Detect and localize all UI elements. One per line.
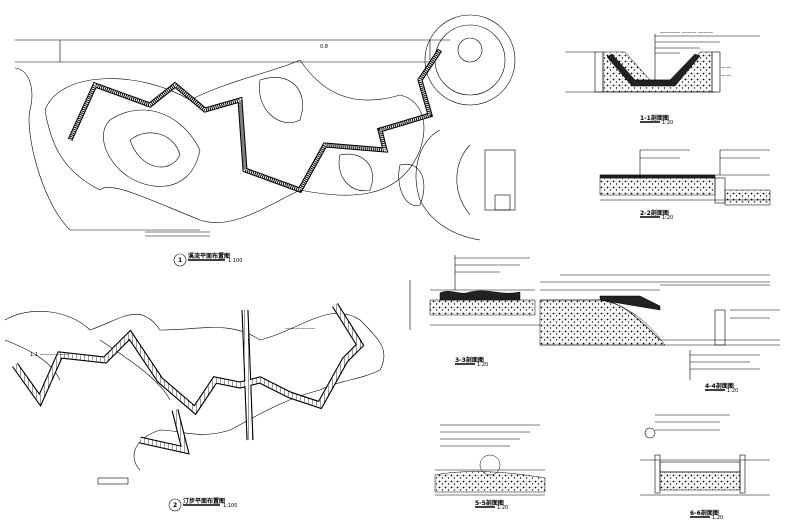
- stepping-stone-plan-2: 1:1 —————— —————— 2 汀步平面布置图 1:100: [4, 303, 385, 512]
- svg-text:1:20: 1:20: [727, 388, 738, 394]
- svg-text:1:1 ——————: 1:1 ——————: [30, 352, 70, 358]
- svg-text:1:100: 1:100: [223, 503, 237, 509]
- svg-text:——: ——: [721, 73, 731, 79]
- plan-2-title: 2 汀步平面布置图 1:100: [168, 497, 237, 512]
- svg-text:——: ——: [721, 65, 731, 71]
- road-label: 0.8: [320, 44, 328, 50]
- svg-text:4-4剖面图: 4-4剖面图: [705, 382, 734, 390]
- svg-text:1:20: 1:20: [497, 505, 508, 511]
- svg-text:———— ——— ———: ———— ——— ———: [660, 30, 713, 36]
- svg-text:1:20: 1:20: [662, 120, 673, 126]
- stream-plan-1: 0.8 1 溪流平面布置图 1:100: [14, 14, 516, 267]
- svg-text:2: 2: [173, 502, 177, 509]
- section-2-2: 2-2剖面图 1:20: [599, 149, 771, 221]
- svg-text:5-5剖面图: 5-5剖面图: [475, 499, 504, 507]
- section-4-4: 4-4剖面图 1:20: [539, 274, 780, 394]
- svg-text:——————: ——————: [285, 326, 315, 332]
- svg-text:1:20: 1:20: [477, 362, 488, 368]
- section-3-3: 3-3剖面图 1:20: [409, 255, 540, 368]
- svg-text:1-1剖面图: 1-1剖面图: [640, 114, 669, 122]
- svg-text:2-2剖面图: 2-2剖面图: [640, 209, 669, 217]
- svg-text:汀步平面布置图: 汀步平面布置图: [183, 497, 225, 505]
- section-5-5: 5-5剖面图 1:20: [434, 424, 546, 511]
- svg-text:6-6剖面图: 6-6剖面图: [690, 509, 719, 517]
- section-6-6: 6-6剖面图 1:20: [640, 414, 770, 521]
- svg-text:溪流平面布置图: 溪流平面布置图: [188, 252, 230, 260]
- svg-text:3-3剖面图: 3-3剖面图: [455, 356, 484, 364]
- section-1-1: ———— ——— ——— —— —— 1-1剖面图 1:20: [565, 30, 760, 126]
- svg-text:1: 1: [178, 257, 182, 264]
- svg-text:1:20: 1:20: [662, 215, 673, 221]
- svg-text:1:100: 1:100: [228, 258, 242, 264]
- plan-1-title: 1 溪流平面布置图 1:100: [173, 252, 242, 267]
- svg-text:1:20: 1:20: [712, 515, 723, 521]
